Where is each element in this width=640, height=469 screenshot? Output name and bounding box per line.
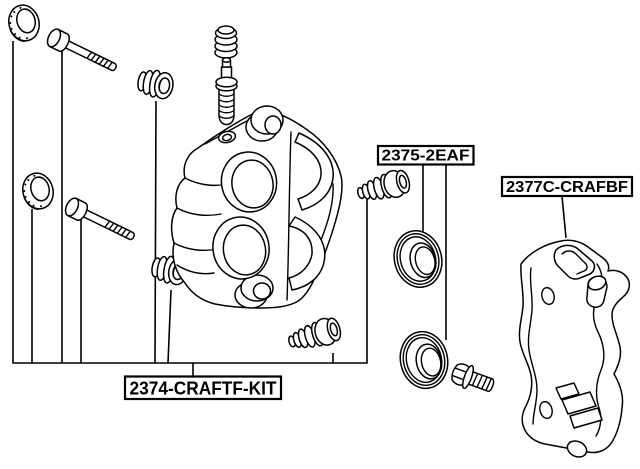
bracket-hole-bottom [539,400,553,420]
bracket-hole-top [541,286,555,306]
bleeder-screw [215,57,238,126]
leader-lines [12,41,567,377]
part-number-caliper-bracket: 2377C-CRAFBF [506,179,628,196]
label-box [376,144,475,166]
sealing-ring-2 [18,168,58,214]
kit-bus-line [12,41,368,364]
bleeder-screw-cap [214,25,238,59]
part-number-repair-kit: 2374-CRAFTF-KIT [130,378,278,399]
caliper-mounting-bracket [518,239,631,458]
part-number-piston-seal-kit: 2375-2EAF [382,148,470,165]
guide-pin-boot-1 [353,166,413,208]
rubber-bushing-1 [135,66,176,101]
leader-bracket [561,195,567,239]
sealing-ring-1 [4,0,44,46]
label-box [500,175,634,198]
brake-caliper [170,105,343,309]
bracket-bolt [451,363,495,393]
label-box [123,375,283,401]
caliper-upper-claw [294,132,334,211]
leader-bushing-2 [167,289,172,364]
guide-bolt-1 [44,26,121,78]
piston-seal-1 [387,224,449,294]
leader-bushing-1 [154,100,157,364]
part-label-repair-kit: 2374-CRAFTF-KIT [123,375,283,401]
caliper-lower-claw [288,216,326,291]
guide-bolt-2 [62,195,139,247]
part-label-caliper-bracket: 2377C-CRAFBF [500,175,634,198]
guide-pin-boot-2 [284,314,345,356]
piston-seal-2 [394,326,454,394]
part-label-piston-seal-kit: 2375-2EAF [376,144,475,166]
